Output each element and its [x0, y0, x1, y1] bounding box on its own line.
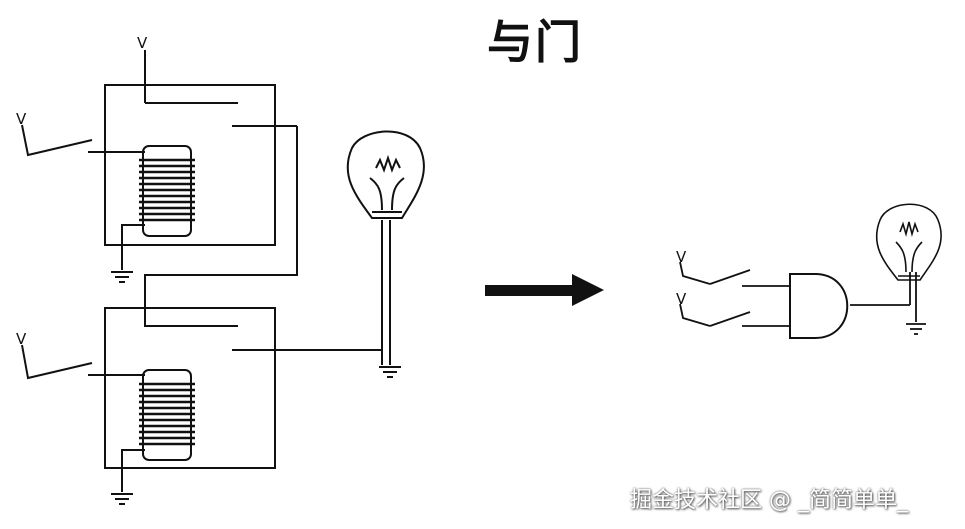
relay-1-coil: [137, 144, 197, 238]
ground-icon: [906, 323, 926, 335]
voltage-label: V: [676, 290, 687, 308]
voltage-label: V: [16, 110, 27, 128]
voltage-label: V: [137, 34, 148, 52]
voltage-label: V: [16, 330, 27, 348]
relay-circuit: [21, 50, 391, 492]
arrow-right-icon: [485, 274, 604, 306]
and-gate-circuit: [679, 261, 917, 339]
ground-icon: [110, 493, 134, 505]
relay-2-coil: [137, 368, 197, 462]
ground-icon: [378, 366, 402, 378]
and-gate-symbol: [789, 273, 849, 339]
lightbulb-icon: [346, 130, 425, 219]
relay-2-box: [104, 307, 276, 469]
watermark-text: 掘金技术社区 @ _简简单单_: [630, 488, 908, 513]
ground-icon: [110, 271, 134, 283]
voltage-label: V: [676, 248, 687, 266]
diagram-title: 与门: [487, 15, 583, 69]
lightbulb-icon: [875, 203, 942, 281]
relay-1-box: [104, 84, 276, 246]
